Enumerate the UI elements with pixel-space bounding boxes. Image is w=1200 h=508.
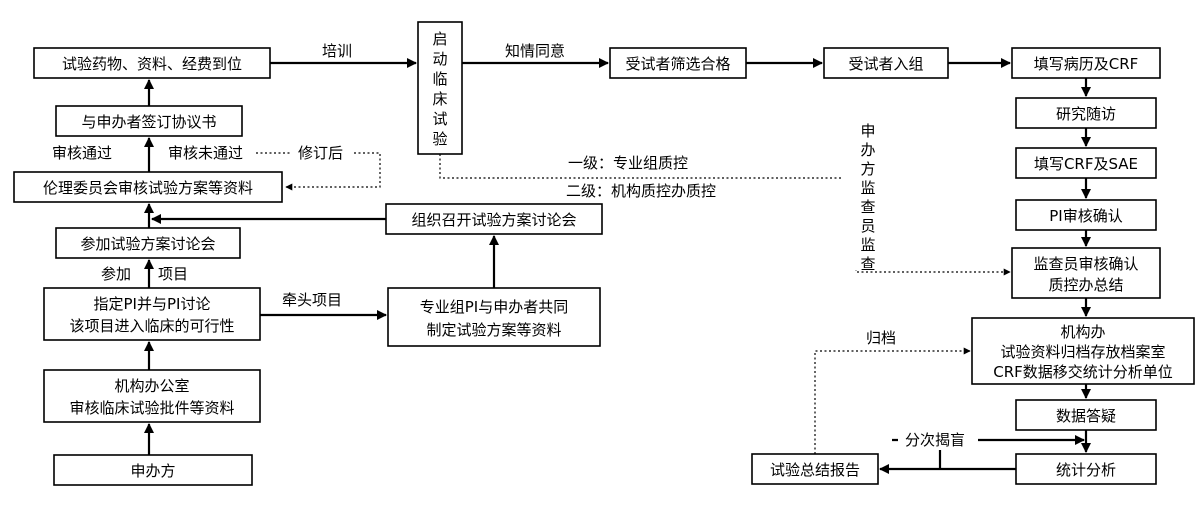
svg-text:员: 员 (860, 217, 875, 235)
svg-text:受试者入组: 受试者入组 (848, 55, 923, 73)
box-data-query: 数据答疑 (1015, 399, 1157, 431)
label-sponsor-monitor: 申 办 方 监 查 员 监 查 (860, 122, 875, 273)
svg-text:试验药物、资料、经费到位: 试验药物、资料、经费到位 (62, 55, 242, 73)
box-monitor-confirm: 监查员审核确认 质控办总结 (1011, 247, 1161, 299)
svg-text:查: 查 (860, 255, 875, 273)
box-fill-sae: 填写CRF及SAE (1015, 147, 1157, 179)
box-stat-analysis: 统计分析 (1015, 453, 1157, 485)
svg-text:统计分析: 统计分析 (1056, 461, 1116, 479)
label-qc-level2: 二级：机构质控办质控 (566, 182, 716, 200)
svg-text:验: 验 (432, 130, 447, 148)
svg-text:申: 申 (860, 122, 875, 140)
svg-text:填写病历及CRF: 填写病历及CRF (1034, 55, 1139, 73)
box-enroll: 受试者入组 (823, 47, 949, 79)
svg-text:查: 查 (860, 198, 875, 216)
box-ethics-review: 伦理委员会审核试验方案等资料 (13, 171, 283, 203)
box-sponsor: 申办方 (53, 454, 253, 486)
label-training: 培训 (322, 42, 352, 60)
label-not-approved: 审核未通过 (168, 144, 243, 162)
label-informed-consent: 知情同意 (505, 42, 565, 60)
box-office-review: 机构办公室 审核临床试验批件等资料 (43, 369, 261, 423)
svg-text:监查员审核确认: 监查员审核确认 (1033, 255, 1138, 273)
svg-text:试验资料归档存放档案室: 试验资料归档存放档案室 (1000, 343, 1165, 361)
box-follow-up: 研究随访 (1015, 97, 1157, 129)
label-staged-unblinding: 分次揭盲 (905, 431, 965, 449)
svg-text:监: 监 (860, 236, 875, 254)
box-join-discussion: 参加试验方案讨论会 (55, 227, 241, 259)
svg-text:参加试验方案讨论会: 参加试验方案讨论会 (80, 235, 215, 253)
svg-text:数据答疑: 数据答疑 (1056, 407, 1116, 425)
dotted-qc-line (439, 154, 842, 179)
svg-text:制定试验方案等资料: 制定试验方案等资料 (426, 321, 561, 339)
box-summary-report: 试验总结报告 (751, 453, 879, 485)
svg-text:床: 床 (432, 90, 447, 108)
svg-text:审核临床试验批件等资料: 审核临床试验批件等资料 (69, 399, 234, 417)
label-approved: 审核通过 (52, 144, 112, 162)
label-lead-project: 牵头项目 (282, 291, 342, 309)
box-joint-protocol: 专业组PI与申办者共同 制定试验方案等资料 (387, 287, 601, 347)
box-start-trial: 启 动 临 床 试 验 (417, 21, 463, 155)
box-pi-confirm: PI审核确认 (1015, 199, 1157, 231)
svg-text:指定PI并与PI讨论: 指定PI并与PI讨论 (94, 295, 211, 313)
svg-text:启: 启 (432, 30, 447, 48)
svg-text:研究随访: 研究随访 (1056, 105, 1116, 123)
box-screening: 受试者筛选合格 (609, 47, 747, 79)
svg-text:试: 试 (432, 110, 447, 128)
box-sign-agreement: 与申办者签订协议书 (55, 105, 243, 137)
box-assign-pi: 指定PI并与PI讨论 该项目进入临床的可行性 (43, 287, 261, 341)
svg-text:专业组PI与申办者共同: 专业组PI与申办者共同 (420, 298, 568, 316)
svg-text:机构办: 机构办 (1060, 323, 1105, 341)
label-project: 项目 (158, 265, 188, 283)
svg-text:填写CRF及SAE: 填写CRF及SAE (1034, 155, 1138, 173)
svg-text:与申办者签订协议书: 与申办者签订协议书 (81, 113, 216, 131)
svg-text:动: 动 (432, 50, 447, 68)
svg-text:该项目进入临床的可行性: 该项目进入临床的可行性 (69, 317, 234, 335)
svg-text:受试者筛选合格: 受试者筛选合格 (625, 55, 730, 73)
box-fill-records: 填写病历及CRF (1011, 47, 1161, 79)
svg-text:机构办公室: 机构办公室 (114, 377, 189, 395)
svg-text:监: 监 (860, 179, 875, 197)
dotted-sponsor-monitor (855, 120, 1011, 276)
svg-text:CRF数据移交统计分析单位: CRF数据移交统计分析单位 (993, 363, 1173, 381)
svg-text:申办方: 申办方 (130, 462, 175, 480)
box-archive: 机构办 试验资料归档存放档案室 CRF数据移交统计分析单位 (971, 317, 1195, 385)
unblinding-label-bg (898, 428, 978, 450)
svg-text:PI审核确认: PI审核确认 (1049, 207, 1122, 225)
svg-text:临: 临 (432, 70, 447, 88)
svg-text:组织召开试验方案讨论会: 组织召开试验方案讨论会 (411, 211, 576, 229)
label-after-revision: 修订后 (298, 144, 343, 162)
label-qc-level1: 一级：专业组质控 (568, 154, 688, 172)
svg-text:办: 办 (860, 141, 875, 159)
monitor-label-bg (850, 120, 868, 270)
box-drugs-ready: 试验药物、资料、经费到位 (33, 47, 271, 79)
label-participate: 参加 (101, 265, 131, 283)
box-organize-meeting: 组织召开试验方案讨论会 (385, 203, 603, 235)
svg-text:质控办总结: 质控办总结 (1048, 276, 1123, 294)
svg-text:伦理委员会审核试验方案等资料: 伦理委员会审核试验方案等资料 (43, 179, 253, 197)
svg-text:方: 方 (860, 160, 875, 178)
label-archive: 归档 (866, 329, 896, 347)
svg-text:试验总结报告: 试验总结报告 (770, 461, 860, 479)
